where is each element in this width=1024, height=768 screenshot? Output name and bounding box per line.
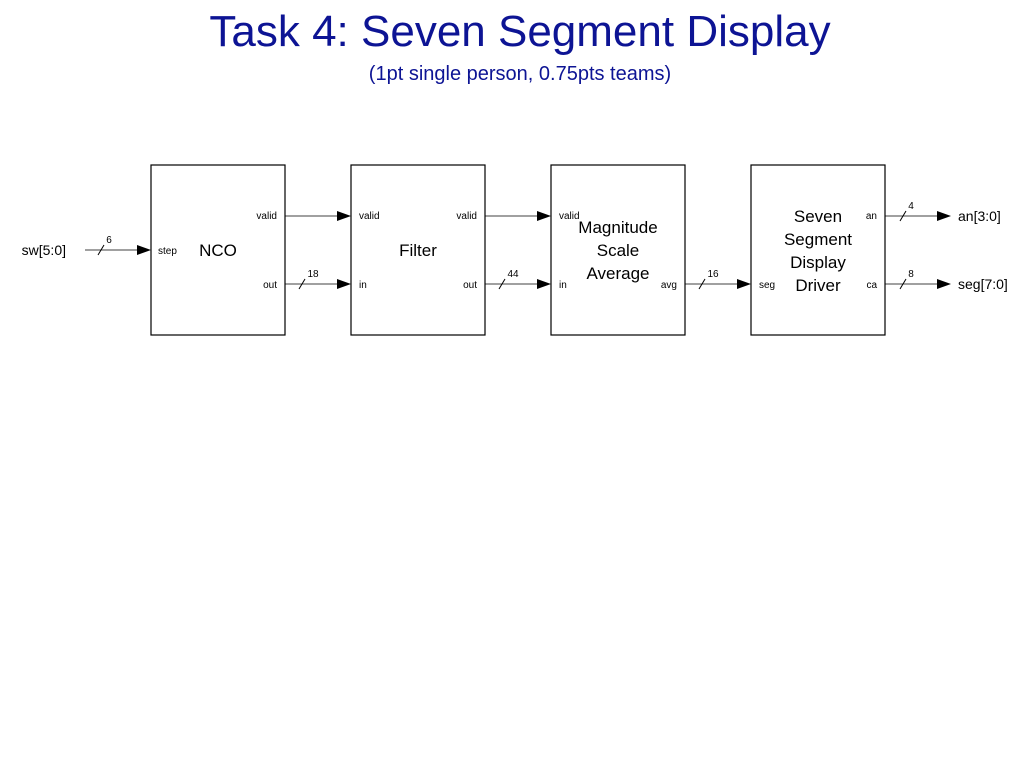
filter-valid-arrow [537,211,551,221]
nco-out-arrow [337,279,351,289]
nco-port-out: out [263,280,277,291]
filter-port-valid-out: valid [456,211,477,222]
driver-name-line-2: Segment [784,230,852,249]
an-bus-width: 4 [908,201,914,212]
an-bus-slash [899,210,907,222]
ca-bus-width: 8 [908,269,914,280]
driver-name-line-3: Display [790,253,846,272]
slide-title: Task 4: Seven Segment Display [209,7,831,56]
nco-block [150,164,286,336]
driver-name-line-4: Driver [795,276,841,295]
driver-name-line-1: Seven [794,207,842,226]
ca-bus-slash [899,278,907,290]
filter-port-out: out [463,280,477,291]
filter-out-bus-width: 44 [507,269,519,280]
nco-port-step: step [158,246,177,257]
nco-out-bus-width: 18 [307,269,319,280]
nco-valid-arrow [337,211,351,221]
filter-name: Filter [399,241,437,260]
filter-out-bus-slash [498,278,506,290]
driver-port-an: an [866,211,877,222]
magnitude-port-valid: valid [559,211,580,222]
magnitude-scale-average-block [550,164,686,336]
magnitude-port-avg: avg [661,280,677,291]
output-seg-label: seg[7:0] [958,276,1008,292]
nco-name: NCO [199,241,237,260]
nco-port-valid: valid [256,211,277,222]
output-an-label: an[3:0] [958,208,1001,224]
filter-out-arrow [537,279,551,289]
magnitude-name-line-3: Average [586,264,649,283]
avg-arrow [737,279,751,289]
filter-port-in: in [359,280,367,291]
filter-port-valid-in: valid [359,211,380,222]
ca-arrow [937,279,951,289]
slide-subtitle: (1pt single person, 0.75pts teams) [368,63,672,85]
input-sw-label: sw[5:0] [22,242,66,258]
an-arrow [937,211,951,221]
magnitude-name-line-1: Magnitude [578,218,657,237]
avg-bus-width: 16 [707,269,719,280]
magnitude-name-line-2: Scale [597,241,640,260]
filter-block [350,164,486,336]
sw-arrow [137,245,151,255]
driver-port-ca: ca [866,280,877,291]
seven-segment-driver-block [750,164,886,336]
nco-out-bus-slash [298,278,306,290]
avg-bus-slash [698,278,706,290]
magnitude-port-in: in [559,280,567,291]
driver-port-seg: seg [759,280,775,291]
sw-bus-width: 6 [106,235,112,246]
sw-bus-slash [97,244,105,256]
